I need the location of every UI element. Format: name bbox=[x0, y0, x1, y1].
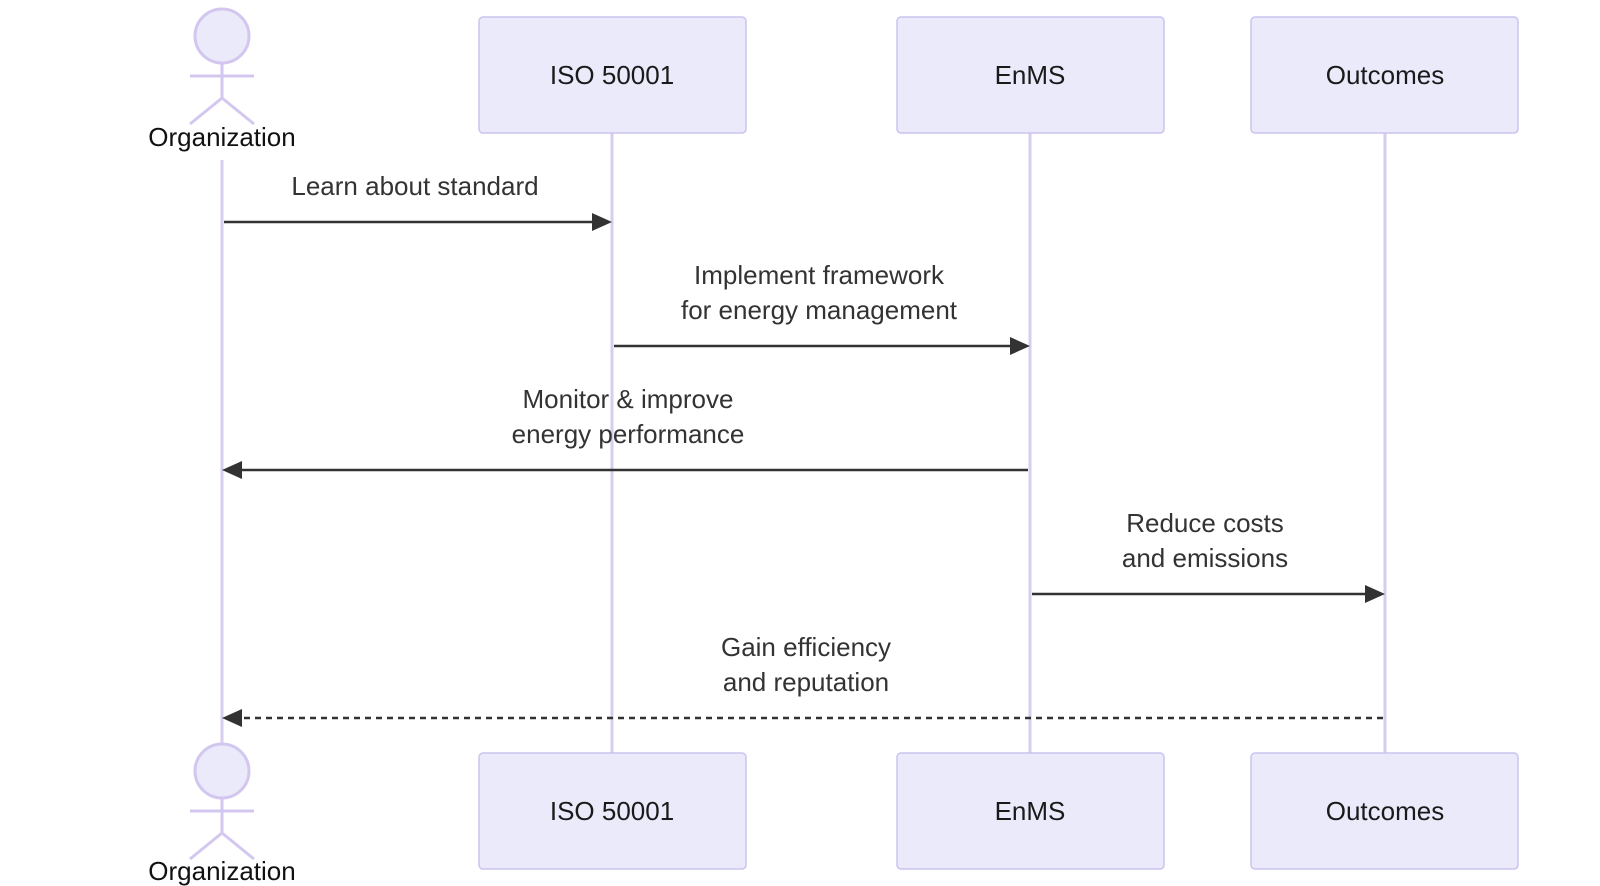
participant-label: EnMS bbox=[995, 60, 1066, 90]
actor-label: Organization bbox=[148, 856, 295, 886]
message-gain-efficiency: Gain efficiency and reputation bbox=[222, 632, 1383, 727]
participant-iso-50001-top: ISO 50001 bbox=[478, 16, 747, 134]
message-label: Implement framework bbox=[694, 260, 945, 290]
message-learn-about-standard: Learn about standard bbox=[224, 171, 612, 231]
participant-label: Outcomes bbox=[1326, 796, 1445, 826]
actor-label: Organization bbox=[148, 122, 295, 152]
participant-enms-bottom: EnMS bbox=[896, 752, 1165, 870]
participant-outcomes-bottom: Outcomes bbox=[1250, 752, 1519, 870]
arrow-right-icon bbox=[592, 213, 612, 231]
participant-label: EnMS bbox=[995, 796, 1066, 826]
message-monitor-improve: Monitor & improve energy performance bbox=[222, 384, 1028, 479]
participant-label: ISO 50001 bbox=[550, 796, 674, 826]
message-label: and emissions bbox=[1122, 543, 1288, 573]
actor-head-icon bbox=[193, 7, 251, 65]
participant-outcomes-top: Outcomes bbox=[1250, 16, 1519, 134]
participant-iso-50001-bottom: ISO 50001 bbox=[478, 752, 747, 870]
arrow-left-icon bbox=[222, 461, 242, 479]
message-label: Reduce costs bbox=[1126, 508, 1284, 538]
arrow-right-icon bbox=[1365, 585, 1385, 603]
actor-organization-bottom: Organization bbox=[148, 742, 296, 886]
participant-enms-top: EnMS bbox=[896, 16, 1165, 134]
message-label: and reputation bbox=[723, 667, 889, 697]
message-label: Gain efficiency bbox=[721, 632, 891, 662]
message-label: energy performance bbox=[512, 419, 745, 449]
participant-label: ISO 50001 bbox=[550, 60, 674, 90]
actor-organization-top: Organization bbox=[148, 7, 296, 152]
message-label: Monitor & improve bbox=[523, 384, 734, 414]
message-label: Learn about standard bbox=[291, 171, 538, 201]
message-implement-framework: Implement framework for energy managemen… bbox=[614, 260, 1030, 355]
arrow-right-icon bbox=[1010, 337, 1030, 355]
message-label: for energy management bbox=[681, 295, 958, 325]
message-reduce-costs: Reduce costs and emissions bbox=[1032, 508, 1385, 603]
actor-head-icon bbox=[193, 742, 251, 800]
participant-label: Outcomes bbox=[1326, 60, 1445, 90]
arrow-left-icon bbox=[222, 709, 242, 727]
